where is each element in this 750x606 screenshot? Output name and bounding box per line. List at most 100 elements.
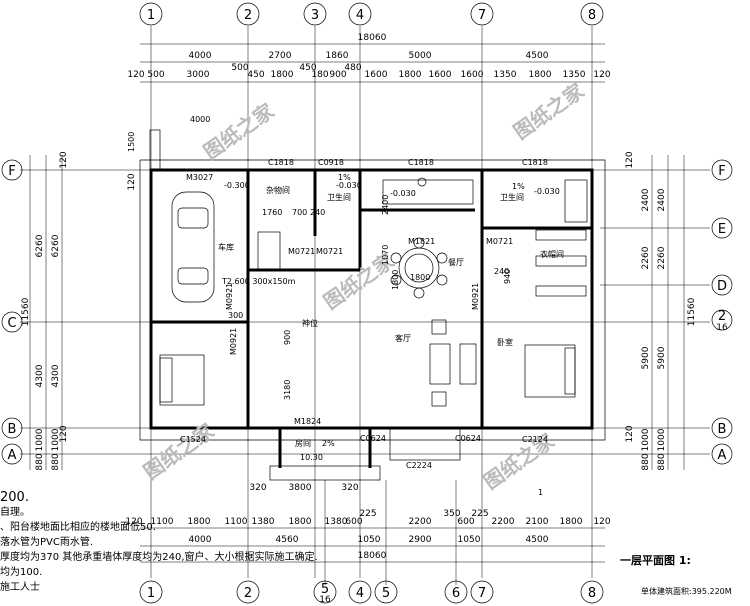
- design-notes: 200. 自理。 、阳台楼地面比相应的楼地面低50. 落水管为PVC雨水管. 厚…: [0, 490, 318, 595]
- room-labels: 车库 杂物间 卫生间 卫生间 餐厅 衣帽间 神位 客厅 卧室 房间 2% 10.…: [218, 185, 564, 462]
- room-label-bedroom: 卧室: [497, 337, 513, 347]
- dim-left: 880: [35, 453, 45, 470]
- area-note: 单体建筑面积:395.220M: [641, 587, 732, 596]
- room-label-wc: 卫生间: [327, 192, 351, 202]
- level-label: -0.300: [224, 181, 250, 190]
- dim-left: 120: [127, 173, 137, 190]
- axis-label-top: 1: [147, 8, 155, 23]
- axis-label-bottom: 1: [147, 586, 155, 601]
- axis-label-right: E: [718, 222, 726, 237]
- dim-top-sub: 120: [127, 70, 144, 80]
- window-label: C0624: [360, 434, 386, 443]
- axis-label-right: A: [718, 448, 727, 463]
- dim-top-sub: 1600: [365, 70, 388, 80]
- axis-bubbles-top: 1 2 3 4 7 8: [139, 2, 604, 26]
- dim-bottom: 1800: [560, 517, 583, 527]
- door-window-labels: C1818 C0918 C1818 C1818 M3027 M0721 M072…: [127, 115, 560, 497]
- dim-right: 1000: [641, 428, 651, 451]
- axis-bubbles-right: F E D 2 16 B A: [711, 159, 733, 465]
- axis-label-bottom: 5: [382, 586, 390, 601]
- dim-note: 3180: [283, 380, 292, 400]
- axis-label-right: B: [718, 422, 727, 437]
- axis-label-right: 2: [718, 309, 726, 324]
- dim-top: 5000: [409, 51, 432, 61]
- dim-top-sub: 1350: [563, 70, 586, 80]
- window-label: C1818: [268, 158, 294, 167]
- level-label: -0.030: [534, 187, 560, 196]
- axis-sub-label: 16: [716, 323, 728, 333]
- dim-left: 4300: [51, 364, 61, 387]
- dim-bottom: 2100: [526, 517, 549, 527]
- dim-note: 940: [503, 269, 512, 284]
- watermark: 图纸之家: [509, 78, 589, 144]
- dim-note: 4000: [190, 115, 210, 124]
- axis-label-bottom: 7: [478, 586, 486, 601]
- dim-right: 2260: [641, 246, 651, 269]
- dim-right: 2260: [657, 246, 667, 269]
- axis-label-top: 3: [311, 8, 319, 23]
- porch-dimensions: 320 3800 320: [249, 483, 358, 493]
- note-line: 厚度均为370 其他承重墙体厚度均为240,窗户、大小根据实际施工确定.: [0, 552, 318, 563]
- dim-bottom: 225: [359, 509, 376, 519]
- axis-label-left: F: [8, 164, 15, 179]
- stair-icon: [257, 231, 281, 271]
- bed-icon: [159, 354, 205, 406]
- note-line: 施工人士: [0, 582, 40, 593]
- axis-label-top: 8: [588, 8, 596, 23]
- room-label-porch: 房间: [295, 438, 311, 448]
- dim-right: 2400: [641, 188, 651, 211]
- door-label: M3027: [186, 173, 213, 182]
- door-label: M0721: [486, 237, 513, 246]
- axis-label-bottom: 6: [452, 586, 460, 601]
- room-label-shrine: 神位: [302, 318, 318, 328]
- bathtub-icon: [564, 179, 588, 223]
- drawing-title: 一层平面图 1:: [620, 552, 691, 568]
- axis-label-bottom: 8: [588, 586, 596, 601]
- axis-label-top: 2: [244, 8, 252, 23]
- dim-right: 880: [641, 453, 651, 470]
- dim-note: 1800: [391, 270, 400, 290]
- door-label: M0921: [229, 328, 238, 355]
- title-text: 一层平面图: [620, 554, 675, 567]
- window-label: C0624: [455, 434, 481, 443]
- dim-left: 6260: [35, 234, 45, 257]
- dim-bottom: 600: [345, 517, 362, 527]
- window-label: C1818: [408, 158, 434, 167]
- dim-total-top: 18060: [358, 33, 387, 43]
- dim-right: 11560: [687, 297, 697, 326]
- dim-bottom: 2900: [409, 535, 432, 545]
- dim-bottom: 4000: [189, 535, 212, 545]
- level-label: -0.030: [390, 189, 416, 198]
- note-line: 落水管为PVC雨水管.: [0, 537, 94, 548]
- dim-right: 880: [657, 453, 667, 470]
- dim-top-sub: 1800: [271, 70, 294, 80]
- dim-left: 6260: [51, 234, 61, 257]
- section-mark: 1: [538, 488, 543, 497]
- door-label: M0921: [471, 283, 480, 310]
- car-icon: [171, 191, 215, 303]
- dim-top-sub: 450: [247, 70, 264, 80]
- dim-top-sub: 450: [299, 63, 316, 73]
- bed-icon: [524, 344, 576, 398]
- axis-label-right: F: [718, 164, 725, 179]
- bottom-dimensions: 120 1100 1800 1100 1380 1800 1380 600 22…: [125, 509, 611, 563]
- dim-note: 900: [283, 330, 292, 345]
- note-line: 、阳台楼地面比相应的楼地面低50.: [0, 522, 156, 533]
- dim-left: 4300: [35, 364, 45, 387]
- room-label-dining: 餐厅: [448, 258, 464, 267]
- axis-label-bottom: 5: [321, 582, 329, 597]
- door-label: M0721: [316, 247, 343, 256]
- furniture: [159, 177, 588, 407]
- dim-left: 11560: [21, 297, 31, 326]
- dim-top: 2700: [269, 51, 292, 61]
- door-label: M1824: [294, 417, 321, 426]
- level-label: -0.030: [336, 181, 362, 190]
- dim-left: 1000: [35, 428, 45, 451]
- dim-right: 120: [625, 425, 635, 442]
- dim-porch: 3800: [289, 483, 312, 493]
- axis-label-right: D: [717, 279, 727, 294]
- note-line: 自理。: [0, 507, 30, 518]
- axis-bubbles-left: F C B A: [1, 159, 23, 465]
- door-label: M0721: [288, 247, 315, 256]
- room-label-cloakroom: 衣帽间: [540, 249, 564, 259]
